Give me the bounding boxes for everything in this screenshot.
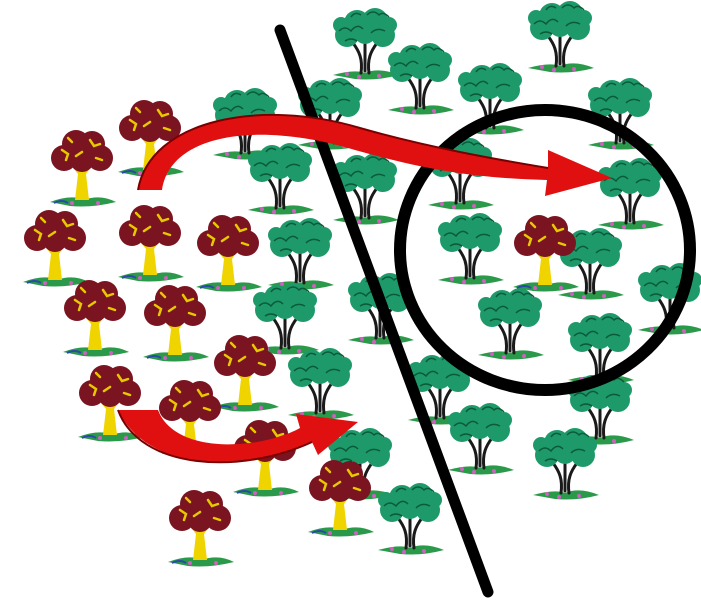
tree-dispersal-diagram [0,0,701,600]
